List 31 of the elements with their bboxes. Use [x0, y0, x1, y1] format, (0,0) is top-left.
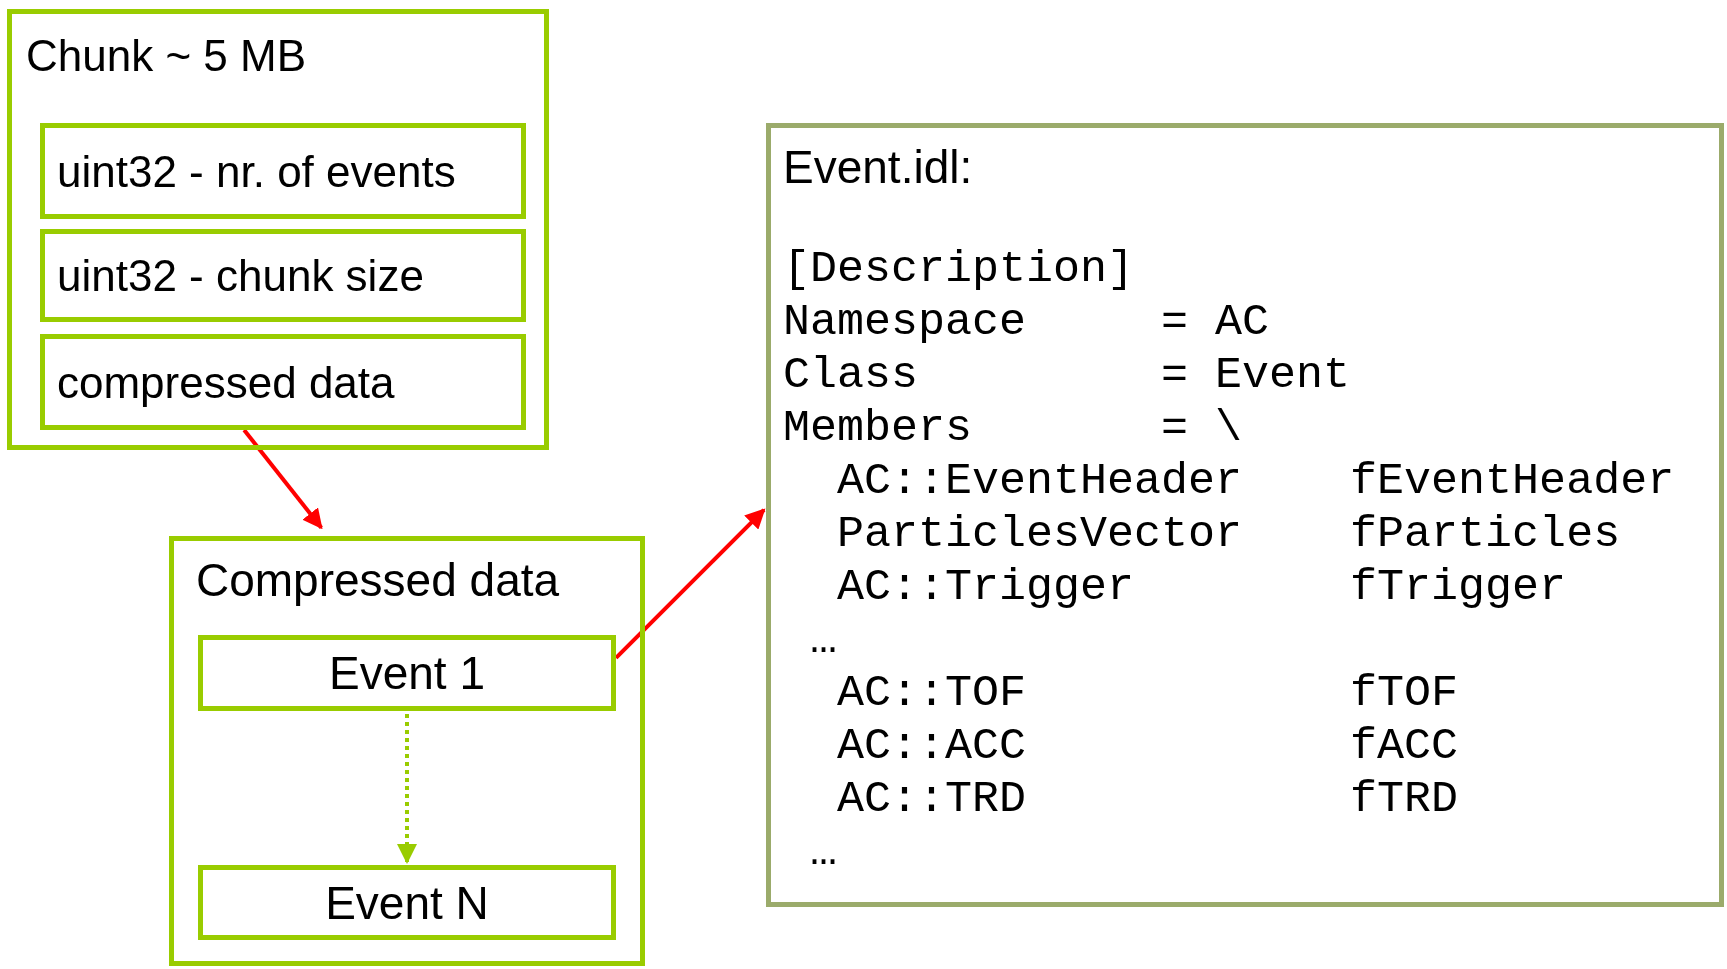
code-line: …	[809, 826, 837, 879]
arrow	[397, 714, 417, 864]
arrow	[614, 508, 766, 660]
event-box	[198, 865, 616, 940]
code-line: Members = \	[783, 402, 1243, 455]
event-box	[198, 635, 616, 711]
code-line: AC::ACC fACC	[836, 720, 1459, 773]
code-line: [Description]	[783, 243, 1135, 296]
arrow	[242, 428, 323, 530]
box-title: Chunk ~ 5 MB	[26, 32, 307, 81]
code-line: Namespace = AC	[783, 296, 1270, 349]
code-line: AC::TOF fTOF	[836, 667, 1459, 720]
code-line: ParticlesVector fParticles	[836, 508, 1621, 561]
field-box	[40, 229, 526, 322]
panel-title: Event.idl:	[783, 142, 973, 193]
code-panel	[766, 123, 1724, 907]
code-line: AC::TRD fTRD	[836, 773, 1459, 826]
code-line: …	[809, 614, 837, 667]
code-line: AC::Trigger fTrigger	[836, 561, 1567, 614]
code-line: Class = Event	[783, 349, 1351, 402]
field-label: compressed data	[57, 359, 395, 408]
box-title: Compressed data	[196, 555, 560, 606]
field-label: uint32 - chunk size	[57, 252, 424, 301]
field-box	[40, 123, 526, 219]
container-box	[7, 9, 549, 450]
field-label: uint32 - nr. of events	[57, 148, 456, 197]
code-line: AC::EventHeader fEventHeader	[836, 455, 1675, 508]
event-label: Event N	[324, 877, 490, 928]
field-box	[40, 334, 526, 430]
container-box	[169, 536, 645, 966]
event-label: Event 1	[328, 647, 486, 699]
